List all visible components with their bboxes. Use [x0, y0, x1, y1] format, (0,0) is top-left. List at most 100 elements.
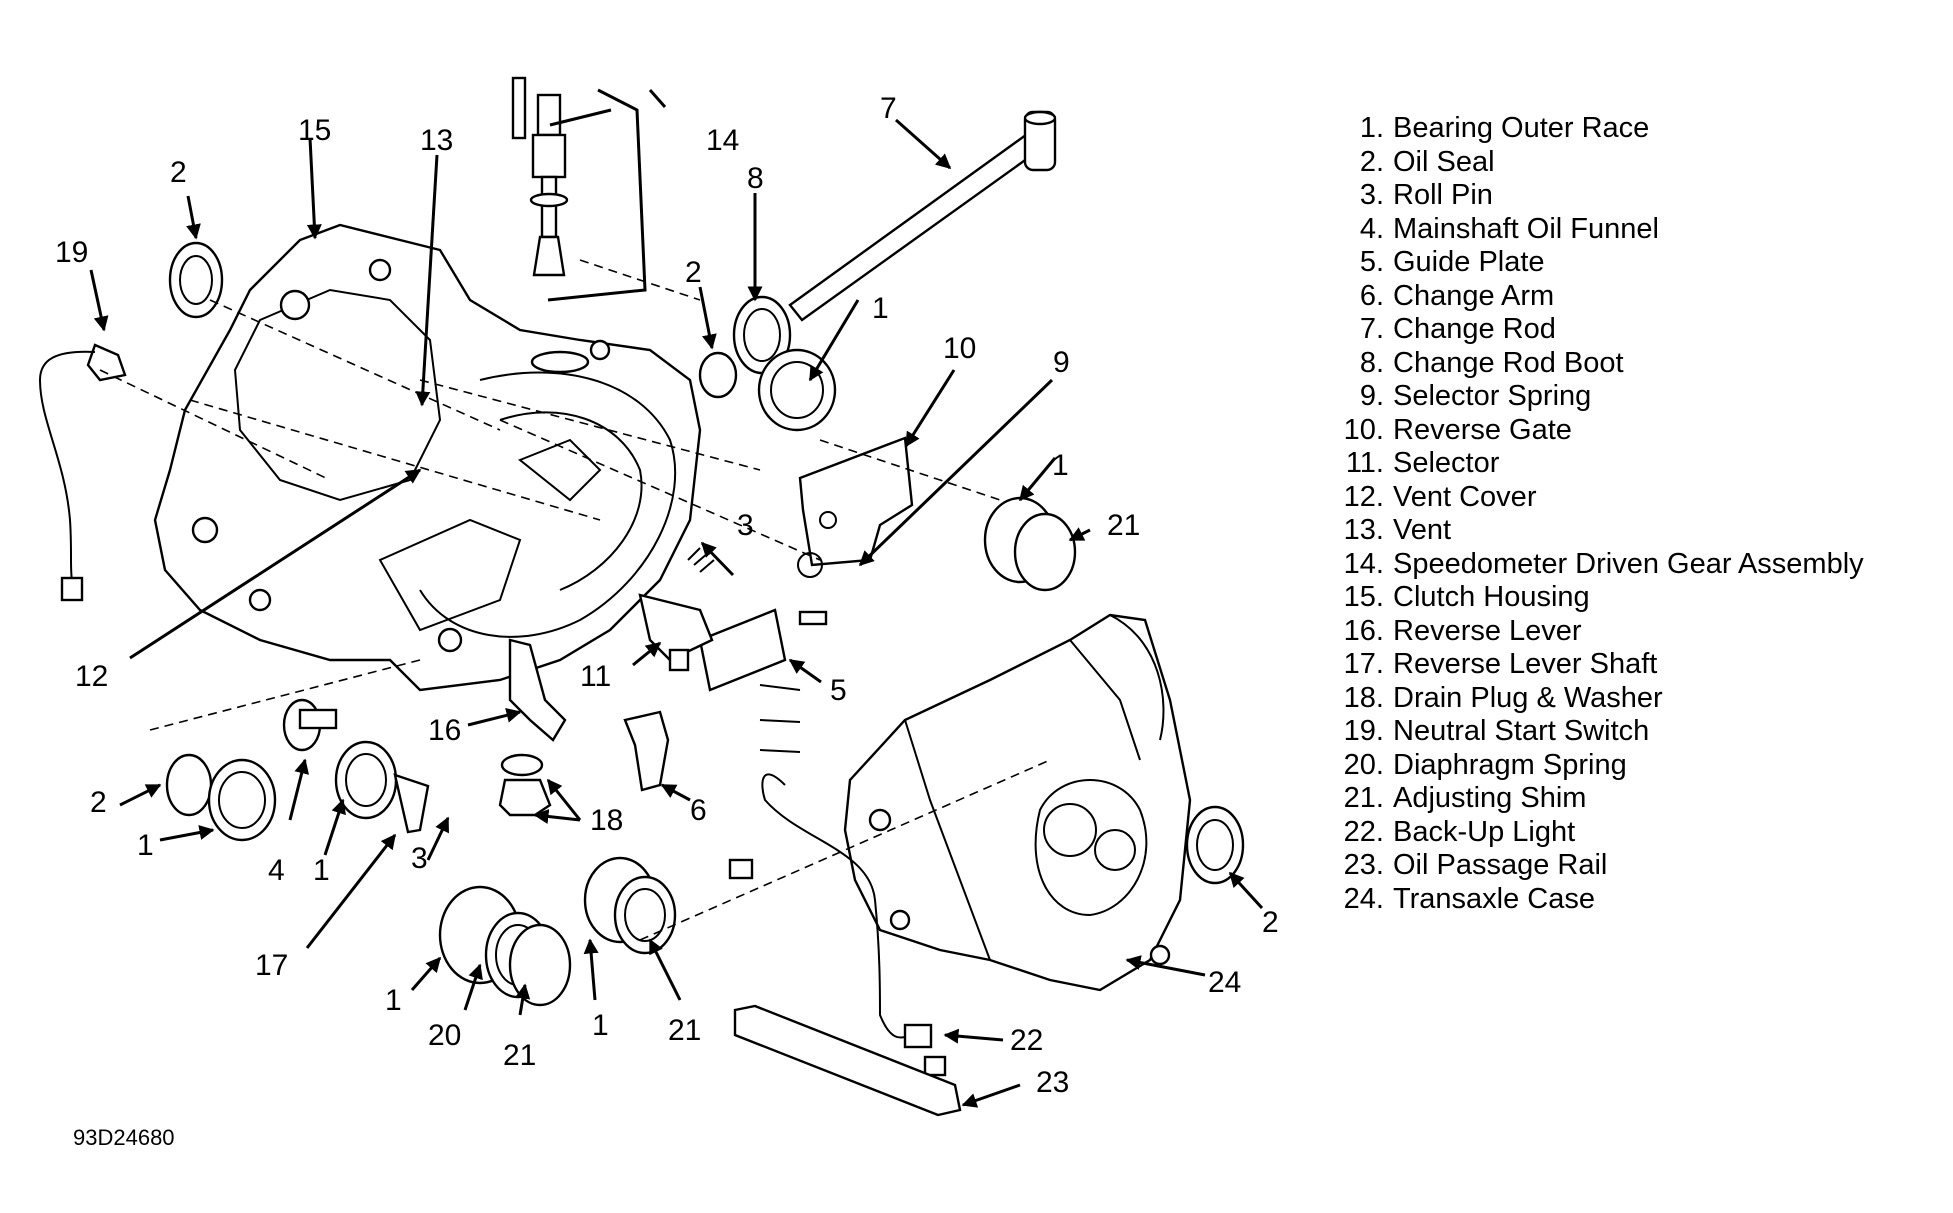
transaxle-case-drawing	[843, 613, 1192, 992]
legend-item: 17. Reverse Lever Shaft	[1330, 648, 1864, 682]
legend-item-number: 10.	[1343, 413, 1384, 446]
callout-1-mid: 1	[592, 1009, 609, 1042]
legend-item-label: Transaxle Case	[1393, 882, 1596, 915]
legend-item-number: 12.	[1343, 480, 1384, 513]
callout-2-right: 2	[1262, 906, 1279, 939]
legend-item-number: 19.	[1343, 715, 1384, 747]
legend-item-number: 7.	[1359, 313, 1384, 345]
leader-lines	[89, 88, 1264, 1108]
callout-1-lowleft: 1	[137, 829, 154, 862]
legend-item-number: 4.	[1359, 212, 1384, 245]
legend-item-number: 18.	[1343, 681, 1384, 714]
assembly-guide-lines	[99, 259, 1051, 941]
change-rod-boot-drawing	[698, 295, 792, 399]
legend-item-label: Oil Passage Rail	[1393, 849, 1608, 881]
legend-item-number: 16.	[1343, 614, 1384, 647]
legend-item-number: 11.	[1345, 447, 1384, 479]
legend-item: 23.Oil Passage Rail	[1330, 849, 1864, 883]
legend-item: 8. Change Rod Boot	[1330, 347, 1864, 381]
legend-item-label: Change Rod	[1393, 313, 1556, 345]
callout-5: 5	[830, 674, 847, 707]
callout-labels: 2 15 13 19 14 7 8 2 1 10 9 1 21 3 12 11 …	[55, 92, 1279, 1150]
legend-item-number: 21.	[1343, 782, 1384, 814]
legend-item: 16. Reverse Lever	[1330, 615, 1864, 649]
legend-item: 10. Reverse Gate	[1330, 414, 1864, 448]
callout-8: 8	[747, 162, 764, 195]
backup-light-drawing	[728, 773, 947, 1077]
legend-item: 20. Diaphragm Spring	[1330, 749, 1864, 783]
figure-code: 93D24680	[73, 1125, 175, 1150]
legend-item-number: 20.	[1343, 748, 1384, 781]
callout-1-right: 1	[1052, 449, 1069, 482]
legend-item-label: Clutch Housing	[1393, 581, 1590, 613]
legend-item-label: Reverse Lever	[1393, 614, 1582, 647]
legend-item-number: 6.	[1359, 279, 1384, 312]
legend-item-label: Back-Up Light	[1393, 815, 1576, 848]
legend-item-number: 24.	[1343, 882, 1384, 915]
legend-item-label: Adjusting Shim	[1393, 782, 1587, 814]
callout-21-mid: 21	[668, 1014, 701, 1047]
callout-1-funnel: 1	[313, 854, 330, 887]
callout-17: 17	[255, 949, 288, 982]
callout-7: 7	[880, 92, 897, 125]
legend-item-number: 9.	[1359, 380, 1384, 412]
reverse-gate-drawing	[798, 436, 914, 567]
clutch-housing-drawing	[153, 223, 702, 692]
callout-19: 19	[55, 236, 88, 269]
legend-item-number: 17.	[1343, 648, 1384, 680]
legend-item: 5.Guide Plate	[1330, 246, 1864, 280]
callout-15: 15	[298, 114, 331, 147]
legend-item-label: Neutral Start Switch	[1393, 715, 1650, 747]
legend-item-number: 13.	[1343, 514, 1384, 546]
legend-item: 14. Speedometer Driven Gear Assembly	[1330, 548, 1864, 582]
legend-item-label: Selector	[1393, 447, 1500, 479]
legend-item-label: Reverse Gate	[1393, 413, 1572, 446]
callout-18: 18	[590, 804, 623, 837]
legend-item-label: Bearing Outer Race	[1393, 112, 1650, 144]
change-rod-drawing	[788, 110, 1057, 322]
legend-item-number: 2.	[1359, 145, 1384, 178]
legend-item-label: Vent	[1393, 514, 1452, 546]
legend-item: 15. Clutch Housing	[1330, 581, 1864, 615]
legend-item: 12. Vent Cover	[1330, 481, 1864, 515]
callout-21-bottom: 21	[503, 1039, 536, 1072]
legend-item: 21. Adjusting Shim	[1330, 782, 1864, 816]
legend-item-label: Reverse Lever Shaft	[1393, 648, 1658, 680]
callout-2-left: 2	[90, 786, 107, 819]
callout-13: 13	[420, 124, 453, 157]
callout-2-topleft: 2	[170, 156, 187, 189]
callout-24: 24	[1208, 966, 1241, 999]
legend-item: 22.Back-Up Light	[1330, 816, 1864, 850]
legend-item: 13. Vent	[1330, 514, 1864, 548]
oil-passage-rail-drawing	[733, 1004, 962, 1117]
callout-3-top: 3	[737, 509, 754, 542]
callout-11: 11	[580, 660, 611, 693]
callout-23: 23	[1036, 1066, 1069, 1099]
legend-item: 19. Neutral Start Switch	[1330, 715, 1864, 749]
neutral-start-switch-drawing	[38, 343, 127, 602]
left-race-drawing	[165, 241, 837, 842]
legend-item-label: Speedometer Driven Gear Assembly	[1393, 547, 1864, 580]
callout-12: 12	[75, 660, 108, 693]
legend-item-number: 15.	[1343, 581, 1384, 613]
legend-item: 3.Roll Pin	[1330, 179, 1864, 213]
callout-2-mid: 2	[685, 256, 702, 289]
callout-22: 22	[1010, 1024, 1043, 1057]
legend-item-label: Change Rod Boot	[1393, 346, 1624, 379]
callout-1-top: 1	[872, 292, 889, 325]
legend-item-label: Diaphragm Spring	[1393, 748, 1627, 781]
callout-16: 16	[428, 714, 461, 747]
callout-6: 6	[690, 794, 707, 827]
legend-item-number: 8.	[1359, 346, 1384, 379]
callout-14: 14	[706, 124, 739, 157]
guide-plate-drawing	[698, 608, 828, 692]
legend-item: 9.Selector Spring	[1330, 380, 1864, 414]
legend-item-number: 14.	[1343, 547, 1384, 580]
legend-item-label: Vent Cover	[1393, 480, 1537, 513]
callout-3-bottom: 3	[411, 842, 428, 875]
legend-item: 4.Mainshaft Oil Funnel	[1330, 213, 1864, 247]
legend-item-label: Oil Seal	[1393, 145, 1495, 178]
speedometer-gear-drawing	[511, 76, 590, 374]
